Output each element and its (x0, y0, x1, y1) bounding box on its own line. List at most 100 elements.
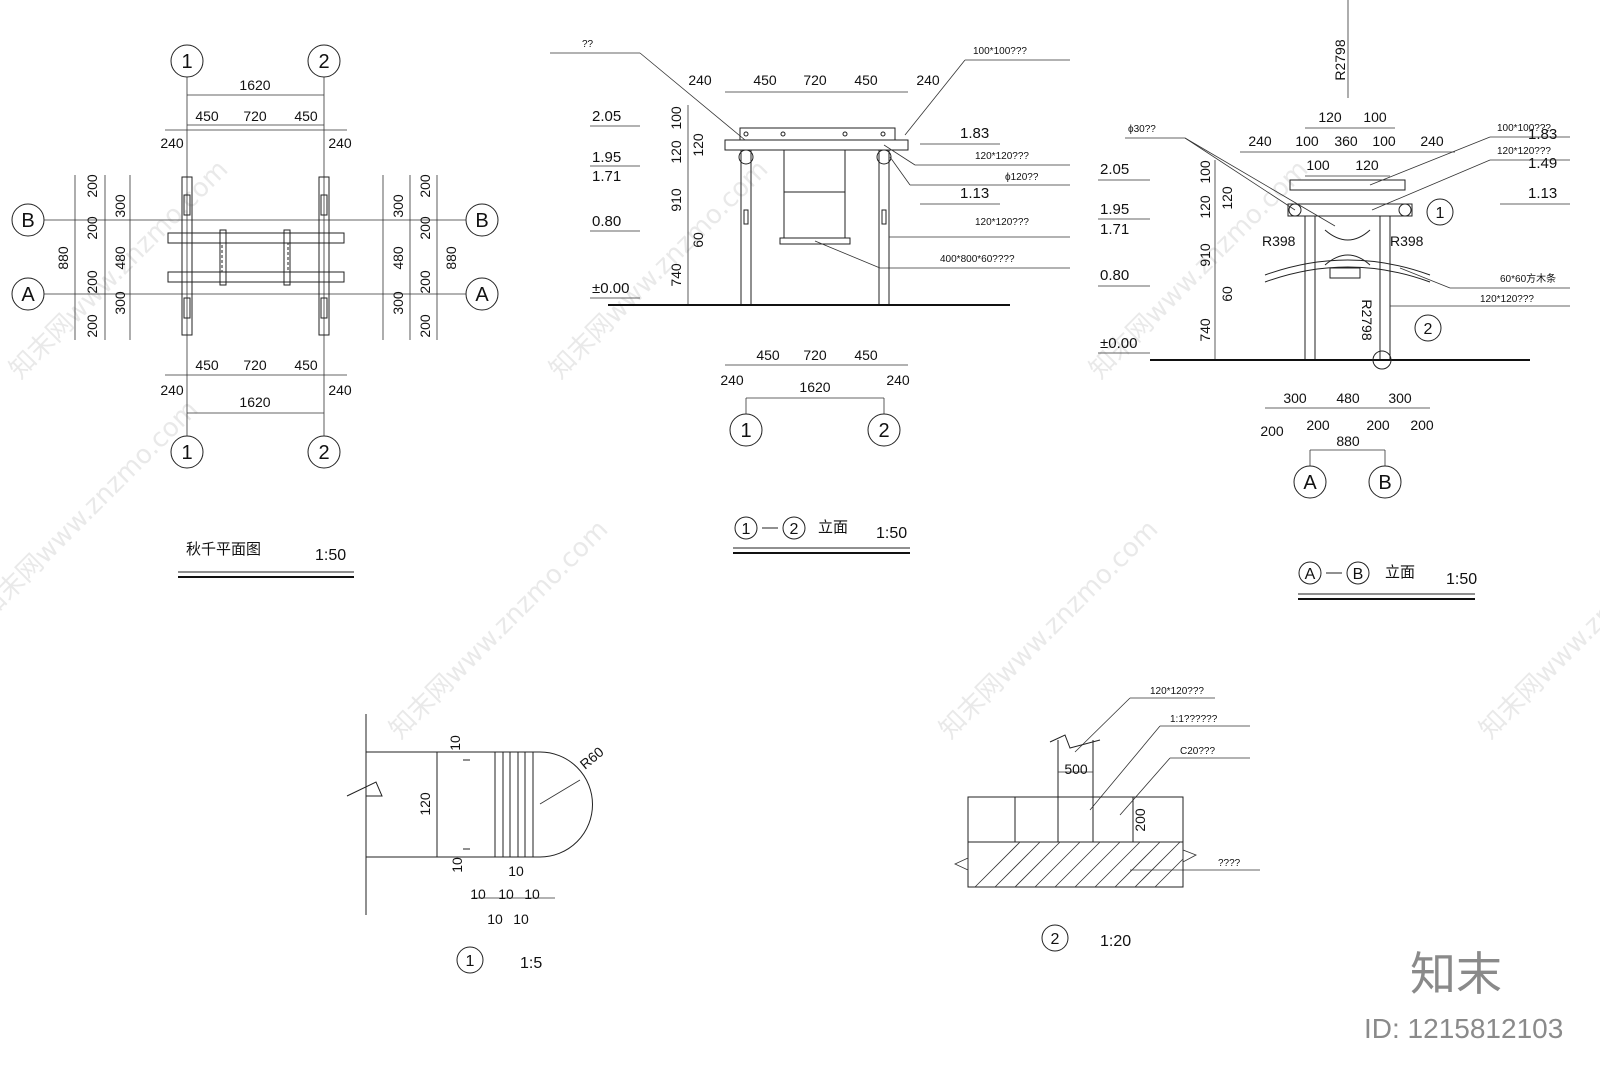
axis-2-top: 2 (318, 51, 329, 73)
elevAB-lvl-113: 1.13 (1528, 185, 1557, 202)
elevAB-bot-300b: 300 (1388, 390, 1412, 406)
elevAB-lvl-195: 1.95 (1100, 201, 1129, 218)
elevAB-v-120b: 120 (1219, 186, 1235, 210)
elevAB-lvl-149: 1.49 (1528, 155, 1557, 172)
elevAB-v-740: 740 (1197, 318, 1213, 342)
plan-dim-bot-450a: 450 (195, 357, 219, 373)
detail2-note-mix: 1:1?????? (1170, 714, 1218, 725)
axis-B-right: B (475, 210, 488, 232)
detail2-label: 2 (1051, 931, 1060, 948)
detail1-r60: R60 (577, 743, 607, 772)
watermark-text: 知末网www.znzmo.com (1474, 514, 1600, 745)
elev12-dim-720: 720 (803, 72, 827, 88)
plan-dim-left-200b: 200 (84, 216, 100, 240)
elev12-v-910: 910 (668, 188, 684, 212)
plan-dim-left-480: 480 (112, 246, 128, 270)
elevAB-row2-100: 100 (1306, 157, 1330, 173)
plan-dim-bot-450b: 450 (294, 357, 318, 373)
axis-A-left: A (21, 284, 35, 306)
elevAB-lvl-080: 0.80 (1100, 267, 1129, 284)
detail1-d10-bottom: 10 (449, 857, 465, 873)
detail2-scale: 1:20 (1100, 933, 1131, 950)
detail2-note-120x120: 120*120??? (1150, 686, 1204, 697)
axis-1-top: 1 (181, 51, 192, 73)
detail1-d10-e: 10 (498, 886, 514, 902)
elev12-note-120x120b: 120*120??? (975, 217, 1029, 228)
elevAB-r398-right: R398 (1390, 233, 1424, 249)
watermark-text: 知末网www.znzmo.com (934, 514, 1165, 745)
elevAB-scale: 1:50 (1446, 571, 1477, 588)
elev12-v-120: 120 (668, 140, 684, 164)
watermark-text: 知末网www.znzmo.com (384, 514, 615, 745)
elev12-dim-450a: 450 (753, 72, 777, 88)
elevAB-r2798-bottom: R2798 (1359, 299, 1375, 340)
elev12-lvl-183: 1.83 (960, 125, 989, 142)
brand-logo-text: 知末 (1410, 947, 1502, 1001)
plan-title: 秋千平面图 (186, 540, 261, 558)
elevAB-note-100x100: 100*100??? (1497, 123, 1551, 134)
plan-scale: 1:50 (315, 547, 346, 564)
elevAB-section-2: 2 (1424, 321, 1433, 338)
elev12-bot-240b: 240 (886, 372, 910, 388)
elev12-bot-1620: 1620 (799, 379, 830, 395)
elev12-v-740: 740 (668, 263, 684, 287)
detail1-label: 1 (466, 953, 475, 970)
elevAB-lvl-205: 2.05 (1100, 161, 1129, 178)
detail-1: R60 120 10 10 10 10 10 10 10 10 1 1:5 (346, 714, 607, 974)
elev12-title: 立面 (818, 518, 848, 536)
elev12-title-axis-1: 1 (742, 521, 751, 538)
axis-1-bottom: 1 (181, 442, 192, 464)
elevAB-title-axis-B: B (1353, 566, 1364, 583)
elevAB-title: 立面 (1385, 563, 1415, 581)
elev12-dim-240a: 240 (688, 72, 712, 88)
plan-dim-right-200d: 200 (417, 314, 433, 338)
plan-dim-right-200b: 200 (417, 216, 433, 240)
elev12-title-axis-2: 2 (790, 521, 799, 538)
elevAB-v-100: 100 (1197, 160, 1213, 184)
elevAB-row-240a: 240 (1248, 133, 1272, 149)
detail2-note-c20: C20??? (1180, 746, 1215, 757)
elev12-axis-1: 1 (740, 420, 751, 442)
elev12-lvl-195: 1.95 (592, 149, 621, 166)
elev12-note-120x120a: 120*120??? (975, 151, 1029, 162)
elevAB-row-100a: 100 (1295, 133, 1319, 149)
elevAB-r2798-top: R2798 (1332, 39, 1348, 80)
elev12-bot-450b: 450 (854, 347, 878, 363)
elev12-note-top: ?? (582, 39, 594, 50)
detail1-scale: 1:5 (520, 955, 542, 972)
elev12-lvl-080: 0.80 (592, 213, 621, 230)
plan-dim-left-200c: 200 (84, 270, 100, 294)
watermark-text: 知末网www.znzmo.com (0, 394, 204, 625)
plan-dim-bot-240b: 240 (328, 382, 352, 398)
elev12-dim-450b: 450 (854, 72, 878, 88)
elevAB-row-360: 360 (1334, 133, 1358, 149)
plan-dim-top-450a: 450 (195, 108, 219, 124)
elevAB-lvl-183: 1.83 (1528, 126, 1557, 143)
elevAB-top-120: 120 (1318, 109, 1342, 125)
elev12-v-60: 60 (690, 232, 706, 248)
elevAB-row-100b: 100 (1372, 133, 1396, 149)
detail2-w500: 500 (1064, 761, 1088, 777)
elevAB-axis-A: A (1303, 472, 1317, 494)
detail1-d10-f: 10 (524, 886, 540, 902)
elevAB-note-120x120a: 120*120??? (1497, 146, 1551, 157)
elev12-note-seat: 400*800*60???? (940, 254, 1015, 265)
plan-dim-top-450b: 450 (294, 108, 318, 124)
elevAB-lvl-000: ±0.00 (1100, 335, 1137, 352)
elevation-A-B: R2798 120 100 240 100 360 100 240 100 12… (1098, 0, 1570, 600)
elev12-scale: 1:50 (876, 525, 907, 542)
elevAB-bot-200b: 200 (1306, 417, 1330, 433)
detail1-d10-top: 10 (447, 735, 463, 751)
elevAB-v-60: 60 (1219, 286, 1235, 302)
plan-dim-right-200c: 200 (417, 270, 433, 294)
detail2-h200: 200 (1132, 808, 1148, 832)
elevAB-row2-120: 120 (1355, 157, 1379, 173)
elevAB-top-100: 100 (1363, 109, 1387, 125)
plan-dim-right-200a: 200 (417, 174, 433, 198)
elevAB-title-axis-A: A (1305, 566, 1316, 583)
plan-dim-bot-720: 720 (243, 357, 267, 373)
detail2-note-soil: ???? (1218, 858, 1241, 869)
elevAB-bot-200c: 200 (1366, 417, 1390, 433)
elevAB-r398-left: R398 (1262, 233, 1296, 249)
